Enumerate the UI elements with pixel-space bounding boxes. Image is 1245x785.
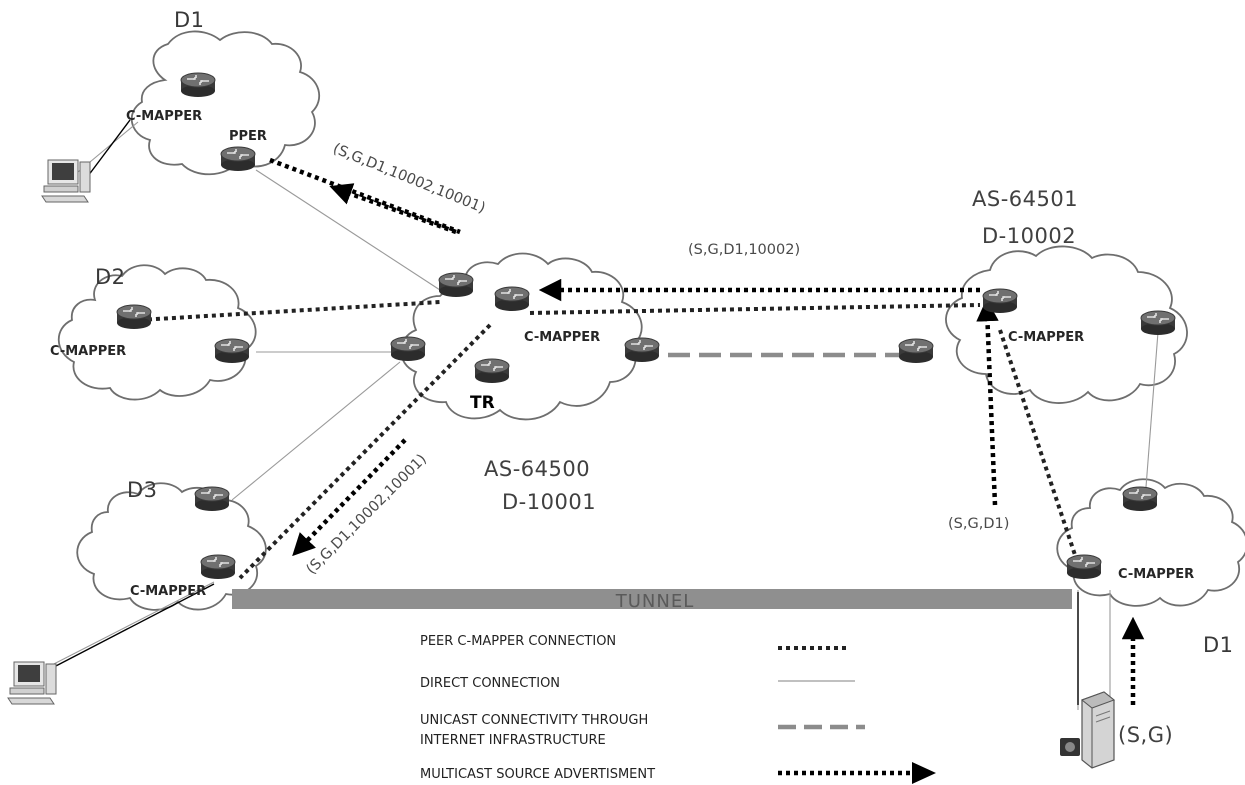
router-d1-border <box>220 146 256 172</box>
message-source: (S,G) <box>1118 723 1173 747</box>
router-as64500-mapper <box>494 286 530 312</box>
router-d1-mapper <box>180 72 216 98</box>
as64500-label: AS-64500 <box>484 457 590 481</box>
message-to-d1: (S,G,D1,10002,10001) <box>331 141 488 217</box>
legend-unicast-label-2: INTERNET INFRASTRUCTURE <box>420 733 606 748</box>
router-as64501-mapper <box>982 288 1018 314</box>
cloud-d1-right <box>1056 478 1245 607</box>
d2-label: D2 <box>95 265 126 289</box>
legend-multicast-arrowhead <box>912 762 936 784</box>
router-as64501-a <box>898 338 934 364</box>
as64501-domain-label: D-10002 <box>982 224 1076 248</box>
tunnel: TUNNEL <box>232 589 1072 612</box>
legend-peer-label: PEER C-MAPPER CONNECTION <box>420 634 616 649</box>
router-d1r-a <box>1122 486 1158 512</box>
mapper-center-label: C-MAPPER <box>524 330 600 345</box>
mapper-d1-right-label: C-MAPPER <box>1118 567 1194 582</box>
legend-unicast-label: UNICAST CONNECTIVITY THROUGH <box>420 713 648 728</box>
cloud-d1-top <box>130 30 321 176</box>
router-d2-mapper <box>116 304 152 330</box>
legend: PEER C-MAPPER CONNECTION DIRECT CONNECTI… <box>420 634 936 784</box>
advertisement-arrows <box>269 157 1145 705</box>
pc-d3-icon <box>7 661 57 705</box>
router-as64501-b <box>1140 310 1176 336</box>
message-to-center: (S,G,D1,10002) <box>688 242 800 258</box>
as64500-domain-label: D-10001 <box>502 490 596 514</box>
tr-label: TR <box>470 393 495 413</box>
router-tr <box>474 358 510 384</box>
server-icon <box>1060 691 1116 769</box>
router-as64500-b <box>390 336 426 362</box>
router-d3-mapper <box>200 554 236 580</box>
router-as64500-a <box>438 272 474 298</box>
pc-links <box>51 119 1079 705</box>
cloud-d2 <box>57 264 257 401</box>
message-to-d3: (S,G,D1,10002,10001) <box>304 451 430 577</box>
tunnel-label: TUNNEL <box>615 591 695 612</box>
legend-direct-label: DIRECT CONNECTION <box>420 676 560 691</box>
legend-multicast-label: MULTICAST SOURCE ADVERTISMENT <box>420 767 655 782</box>
as64501-label: AS-64501 <box>972 187 1078 211</box>
d1-right-label: D1 <box>1203 633 1234 657</box>
router-as64500-c <box>624 337 660 363</box>
d3-label: D3 <box>127 478 158 502</box>
d1-top-label: D1 <box>174 8 205 32</box>
mapper-d1-partial-label: PPER <box>229 129 267 144</box>
cloud-as64500 <box>400 252 643 421</box>
router-d2-border <box>214 338 250 364</box>
router-d3-a <box>194 486 230 512</box>
mapper-as64501-label: C-MAPPER <box>1008 330 1084 345</box>
router-d1r-mapper <box>1066 554 1102 580</box>
mapper-d3-label: C-MAPPER <box>130 584 206 599</box>
peer-connections <box>139 300 1082 580</box>
mapper-d2-label: C-MAPPER <box>50 344 126 359</box>
cloud-as64501 <box>945 245 1188 404</box>
pc-d1-icon <box>41 159 91 203</box>
mapper-d1-label: C-MAPPER <box>126 109 202 124</box>
message-to-as64501: (S,G,D1) <box>948 516 1009 532</box>
